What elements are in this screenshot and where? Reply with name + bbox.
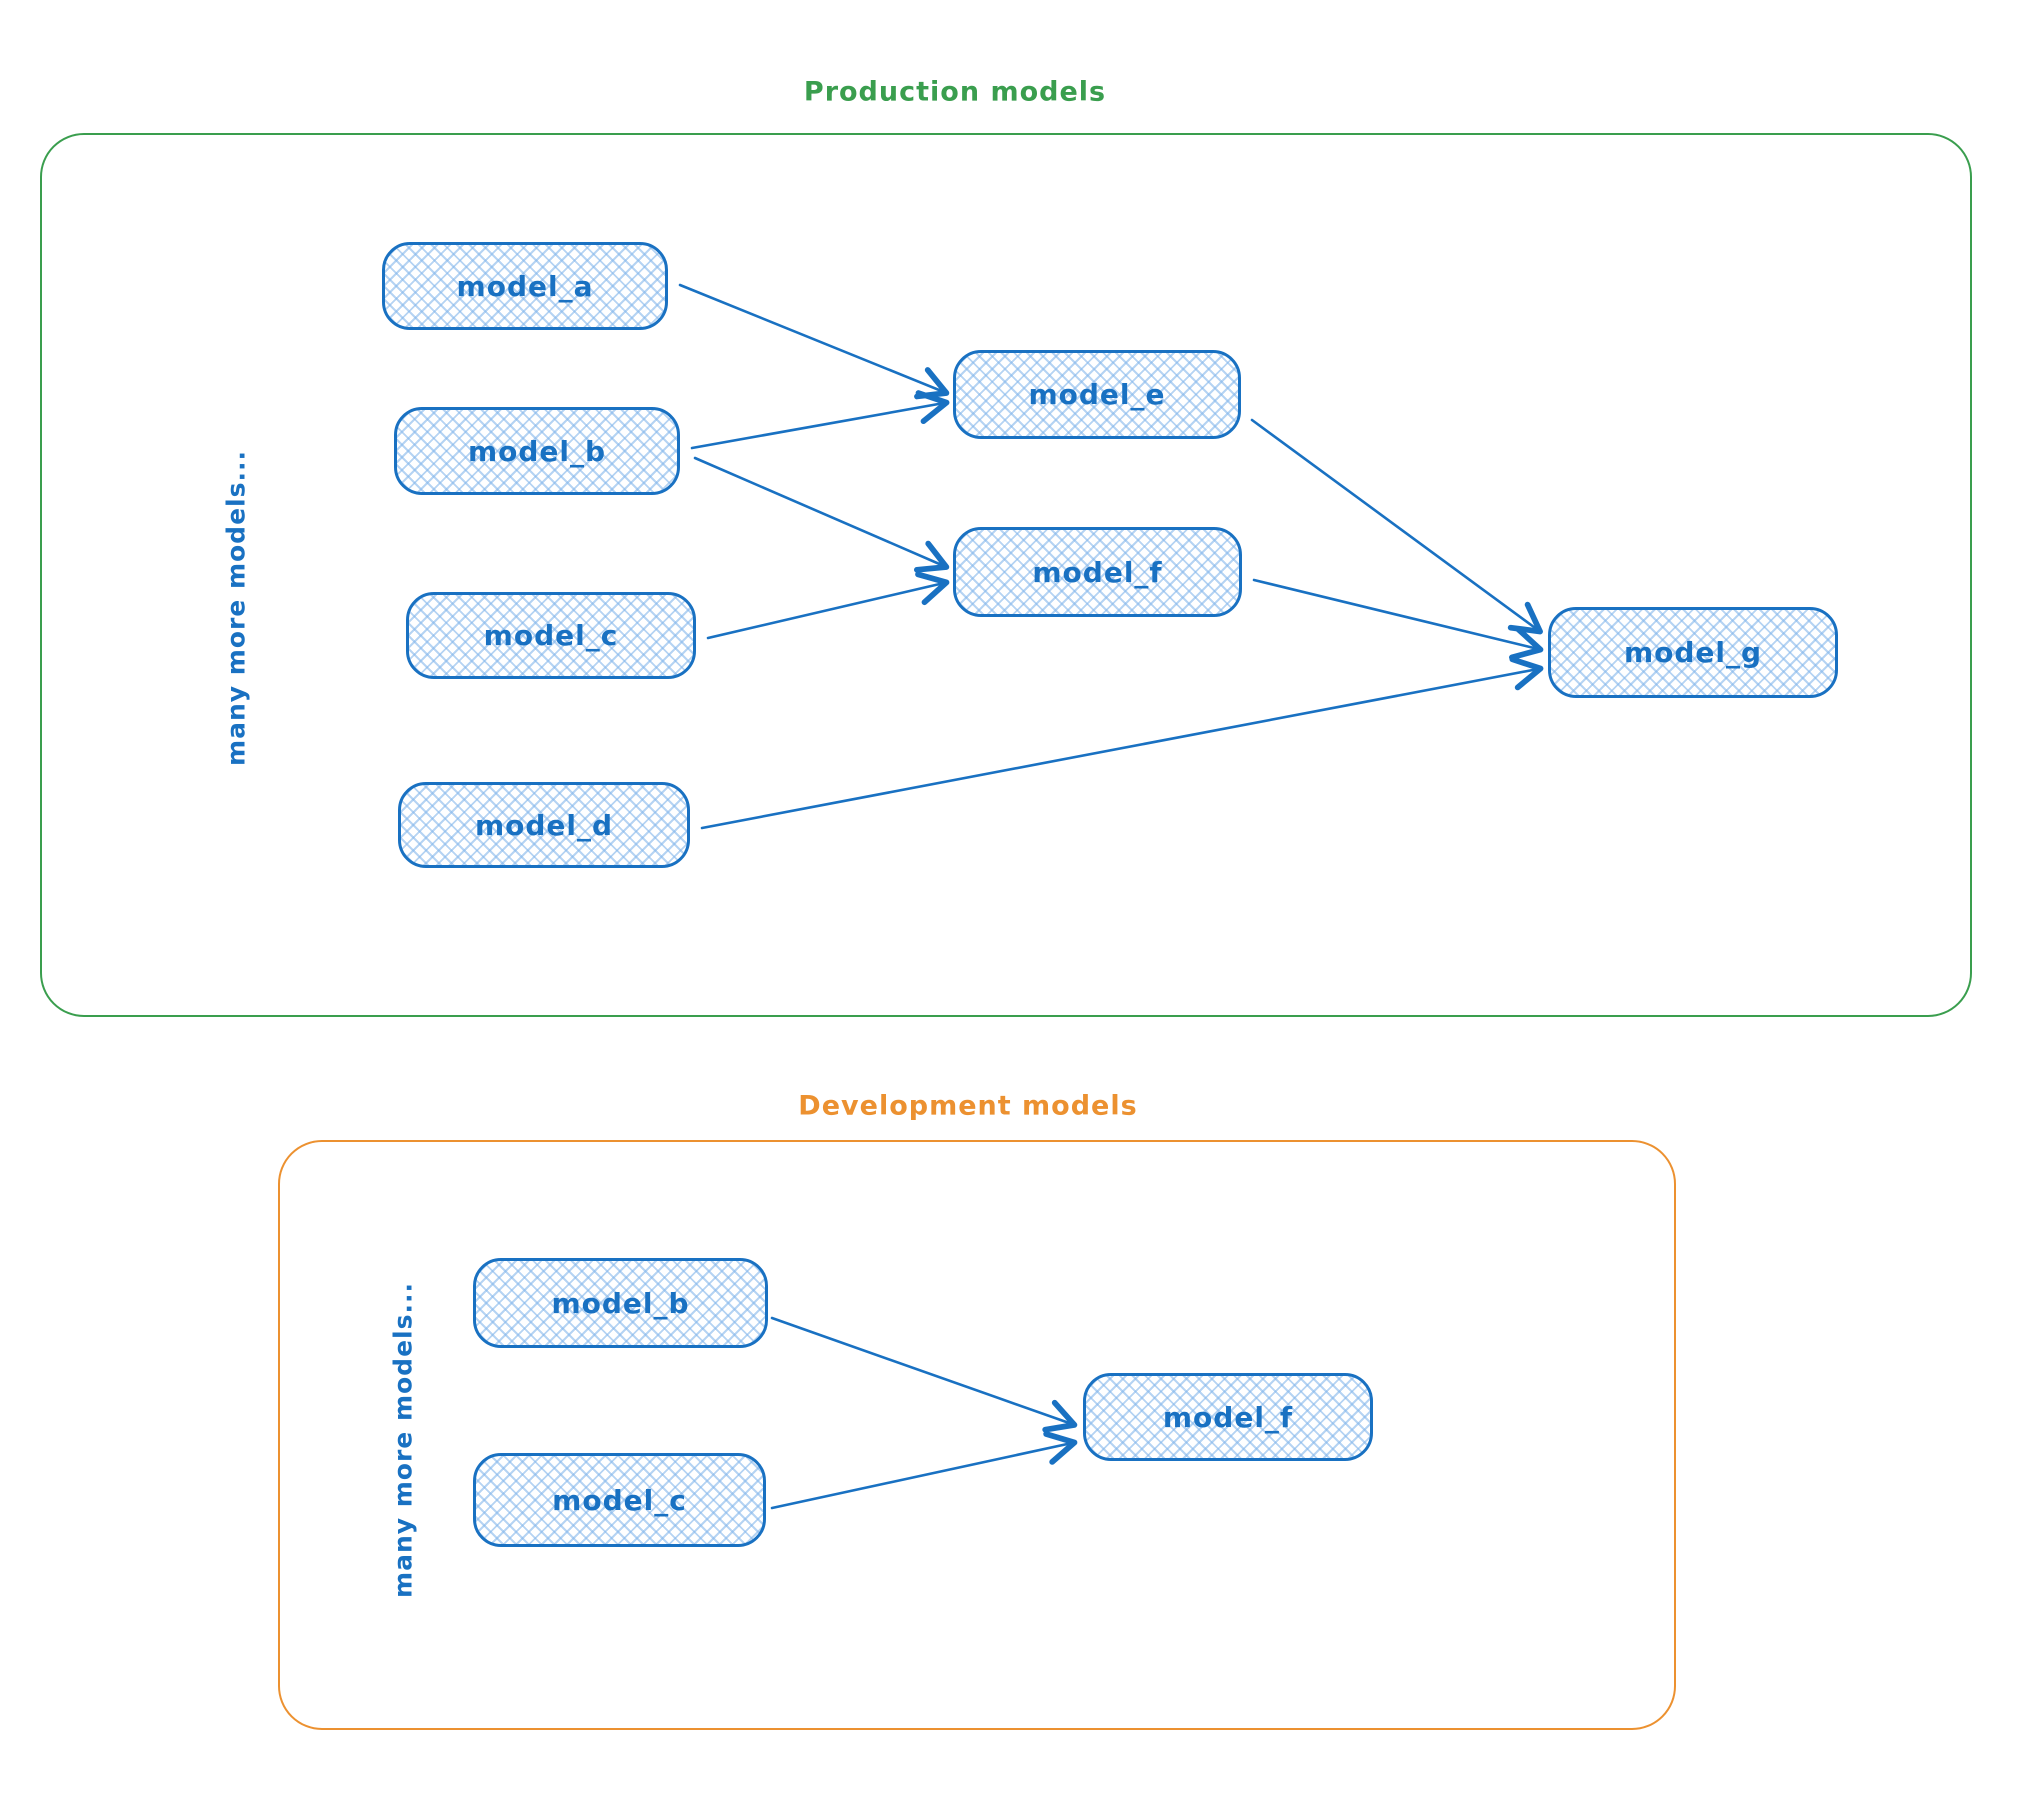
development-node-model_b[interactable]: model_b bbox=[473, 1258, 768, 1348]
production-node-model_e-label: model_e bbox=[1028, 378, 1166, 411]
production-node-model_a[interactable]: model_a bbox=[382, 242, 668, 330]
production-node-model_g-label: model_g bbox=[1623, 636, 1763, 669]
production-node-model_f-label: model_f bbox=[1032, 555, 1163, 589]
production-node-model_d[interactable]: model_d bbox=[398, 782, 690, 868]
production-node-model_c[interactable]: model_c bbox=[406, 592, 696, 679]
production-side-label: many more models... bbox=[221, 450, 251, 766]
production-title: Production models bbox=[803, 76, 1107, 108]
development-side-label: many more models... bbox=[388, 1282, 418, 1598]
development-node-model_c-label: model_c bbox=[552, 1483, 687, 1517]
production-node-model_e[interactable]: model_e bbox=[953, 350, 1241, 439]
production-node-model_b[interactable]: model_b bbox=[394, 407, 680, 495]
production-node-model_a-label: model_a bbox=[456, 269, 594, 303]
development-node-model_f[interactable]: model_f bbox=[1083, 1373, 1373, 1461]
production-frame bbox=[40, 133, 1972, 1017]
production-node-model_c-label: model_c bbox=[483, 619, 619, 652]
development-frame bbox=[278, 1140, 1676, 1730]
development-node-model_b-label: model_b bbox=[551, 1286, 690, 1320]
production-node-model_b-label: model_b bbox=[467, 434, 607, 468]
production-node-model_f[interactable]: model_f bbox=[953, 527, 1242, 617]
development-node-model_c[interactable]: model_c bbox=[473, 1453, 766, 1547]
development-node-model_f-label: model_f bbox=[1162, 1400, 1294, 1434]
production-node-model_g[interactable]: model_g bbox=[1548, 607, 1838, 698]
production-node-model_d-label: model_d bbox=[474, 808, 614, 842]
development-title: Development models bbox=[798, 1090, 1138, 1122]
